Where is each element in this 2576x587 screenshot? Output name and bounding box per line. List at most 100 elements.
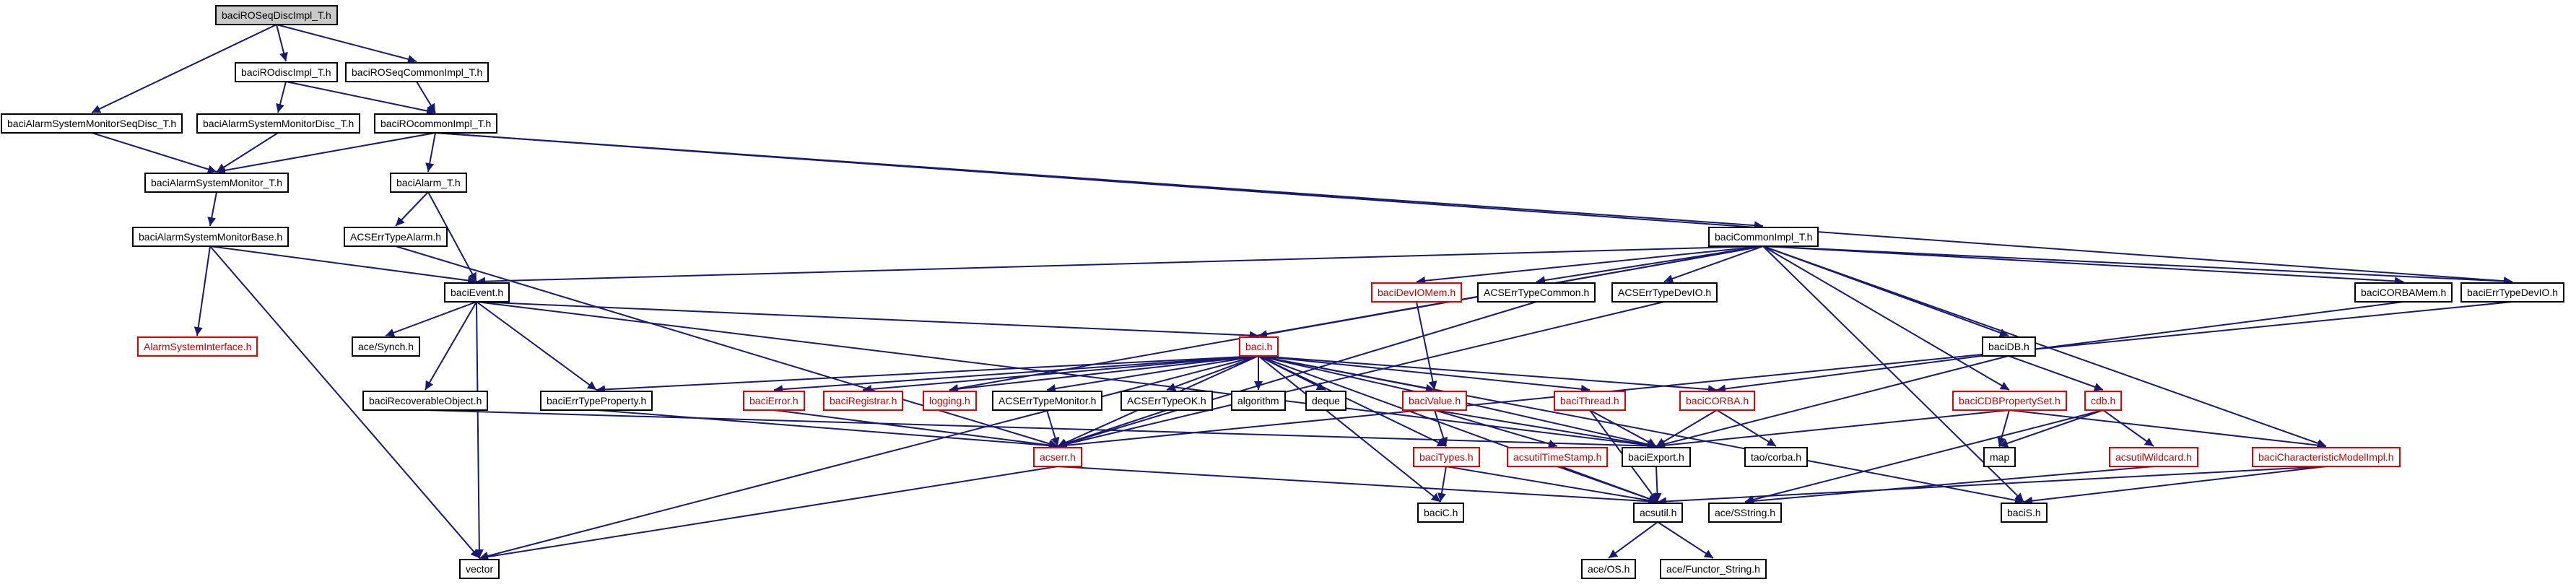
include-edge-event-recoverable xyxy=(425,301,477,391)
include-edge-corbamem-bacicorba xyxy=(1716,301,2404,393)
include-edge-alarmt-event xyxy=(427,191,477,282)
graph-node-acserrtypeok[interactable]: ACSErrTypeOK.h xyxy=(1121,391,1213,411)
graph-node-asmseqdisc[interactable]: baciAlarmSystemMonitorSeqDisc_T.h xyxy=(1,113,183,134)
graph-node-registrar[interactable]: baciRegistrar.h xyxy=(823,391,904,411)
graph-node-recoverable[interactable]: baciRecoverableObject.h xyxy=(362,391,489,411)
include-edge-commonimpl-bacis xyxy=(1762,245,2024,503)
graph-node-bacithread[interactable]: baciThread.h xyxy=(1554,391,1626,411)
graph-node-cdb[interactable]: cdb.h xyxy=(2084,391,2123,411)
include-edge-rodisc-asmdisc xyxy=(276,81,287,113)
include-edge-bacicorba-baciexport xyxy=(1655,409,1718,447)
graph-node-acefunctor[interactable]: ace/Functor_String.h xyxy=(1660,559,1767,579)
graph-node-rodisc[interactable]: baciROdiscImpl_T.h xyxy=(235,62,338,82)
include-edge-commonimpl-logging xyxy=(949,245,1764,393)
graph-node-bacic[interactable]: baciC.h xyxy=(1417,503,1465,523)
include-edge-baci-acserrtypeok xyxy=(1166,355,1259,391)
graph-node-roseqdisc[interactable]: baciROSeqDiscImpl_T.h xyxy=(215,5,338,25)
graph-node-deque[interactable]: deque xyxy=(1305,391,1346,411)
include-edge-commonimpl-corbamem xyxy=(1762,245,2404,286)
graph-node-acsutil[interactable]: acsutil.h xyxy=(1633,503,1684,523)
include-edge-charmodel-acsutil xyxy=(1657,466,2327,506)
include-edge-baci-bacicorba xyxy=(1258,355,1718,394)
graph-node-acserr[interactable]: acserr.h xyxy=(1033,447,1082,467)
include-edge-asmbase-event xyxy=(209,245,477,285)
include-edge-bacierrtypedevio-acserr xyxy=(1057,301,2513,450)
include-edge-roseqdisc-rodisc xyxy=(276,24,288,62)
include-edge-commonimpl-acserrtypedevio xyxy=(1663,245,1764,283)
include-edge-event-baci xyxy=(476,301,1259,340)
include-edge-bacidb-baciexport xyxy=(1655,355,2009,448)
include-edge-commonimpl-bacierrtypedevio xyxy=(1762,245,2513,286)
include-edge-baci-bacitypes xyxy=(1258,355,1447,447)
graph-node-baci[interactable]: baci.h xyxy=(1239,336,1279,357)
graph-node-taocorba[interactable]: tao/corba.h xyxy=(1744,447,1809,467)
include-edge-rocommon-alarmt xyxy=(425,132,436,173)
include-edge-acserr-acsutil xyxy=(1057,466,1658,506)
graph-node-baciexport[interactable]: baciExport.h xyxy=(1622,447,1691,467)
include-edge-deviomem-bacivalue xyxy=(1416,301,1437,391)
include-edge-baciexport-acsutil xyxy=(1653,466,1662,503)
graph-node-wildcard[interactable]: acsutilWildcard.h xyxy=(2109,447,2198,467)
include-edge-acserrtypeok-acserr xyxy=(1057,409,1167,448)
graph-node-bacivalue[interactable]: baciValue.h xyxy=(1402,391,1468,411)
include-edge-commonimpl-event xyxy=(476,245,1764,286)
include-edge-commonimpl-deviomem xyxy=(1416,245,1764,285)
graph-node-cdbpropset[interactable]: baciCDBPropertySet.h xyxy=(1952,391,2067,411)
graph-node-bacis[interactable]: baciS.h xyxy=(2001,503,2048,523)
graph-node-algorithm[interactable]: algorithm xyxy=(1231,391,1286,411)
graph-node-acesstring[interactable]: ace/SString.h xyxy=(1708,503,1783,523)
graph-node-map[interactable]: map xyxy=(1983,447,2016,467)
include-edge-cdb-wildcard xyxy=(2102,409,2154,447)
graph-node-corbamem[interactable]: baciCORBAMem.h xyxy=(2354,282,2453,303)
include-edge-baci-bacithread xyxy=(1258,355,1591,393)
graph-node-bacitypes[interactable]: baciTypes.h xyxy=(1413,447,1480,467)
include-edge-alarmt-acserrtypealarm xyxy=(395,191,429,227)
graph-node-logging[interactable]: logging.h xyxy=(923,391,977,411)
include-edge-recoverable-baciexport xyxy=(425,409,1657,451)
graph-node-bacierrtypedevio[interactable]: baciErrTypeDevIO.h xyxy=(2460,282,2565,303)
graph-node-charmodel[interactable]: baciCharacteristicModelImpl.h xyxy=(2252,447,2401,467)
include-edge-acserrtypedevio-acserr xyxy=(1057,301,1665,449)
include-edge-acsutil-aceos xyxy=(1608,521,1658,559)
graph-node-event[interactable]: baciEvent.h xyxy=(444,282,510,303)
include-edge-rodisc-rocommon xyxy=(285,81,436,116)
include-edge-commonimpl-acserrtypecommon xyxy=(1536,245,1764,285)
graph-node-acserrtypedevio[interactable]: ACSErrTypeDevIO.h xyxy=(1611,282,1718,303)
graph-node-errtypeprop[interactable]: baciErrTypeProperty.h xyxy=(540,391,653,411)
include-edge-event-vector xyxy=(474,301,484,559)
include-edge-cdbpropset-map xyxy=(1997,409,2010,447)
graph-node-bacidb[interactable]: baciDB.h xyxy=(1982,336,2036,357)
graph-node-timestamp[interactable]: acsutilTimeStamp.h xyxy=(1507,447,1609,467)
graph-node-alarmt[interactable]: baciAlarm_T.h xyxy=(390,173,467,193)
include-edge-roseqdisc-asmseqdisc xyxy=(91,24,277,113)
graph-node-commonimpl[interactable]: baciCommonImpl_T.h xyxy=(1708,227,1819,247)
graph-node-asmdisc[interactable]: baciAlarmSystemMonitorDisc_T.h xyxy=(196,113,361,134)
include-edge-asmseqdisc-asmt xyxy=(91,132,217,174)
include-edge-cdbpropset-charmodel xyxy=(2009,409,2327,450)
graph-node-acserrtypecommon[interactable]: ACSErrTypeCommon.h xyxy=(1477,282,1596,303)
graph-node-bacicorba[interactable]: baciCORBA.h xyxy=(1679,391,1756,411)
include-edge-bacithread-baciexport xyxy=(1589,409,1657,447)
include-edge-baci-acsutil xyxy=(1258,355,1658,503)
include-edge-commonimpl-cdbpropset xyxy=(1762,245,2010,391)
graph-node-aceos[interactable]: ace/OS.h xyxy=(1581,559,1637,579)
include-edge-rocommon-bacierrtypedevio xyxy=(435,132,2513,286)
graph-node-acserrtypemonitor[interactable]: ACSErrTypeMonitor.h xyxy=(992,391,1103,411)
include-edge-bacierror-acserr xyxy=(773,409,1058,450)
graph-node-alarmsysif[interactable]: AlarmSystemInterface.h xyxy=(137,336,258,357)
graph-node-vector[interactable]: vector xyxy=(459,559,500,579)
include-edge-event-acesynch xyxy=(385,301,477,337)
graph-node-asmbase[interactable]: baciAlarmSystemMonitorBase.h xyxy=(132,227,290,247)
graph-node-acserrtypealarm[interactable]: ACSErrTypeAlarm.h xyxy=(344,227,448,247)
graph-node-roseqcommon[interactable]: baciROSeqCommonImpl_T.h xyxy=(345,62,489,82)
include-edge-baci-vector xyxy=(479,355,1259,560)
include-edge-asmt-asmbase xyxy=(207,191,217,227)
graph-node-acesynch[interactable]: ace/Synch.h xyxy=(352,336,421,357)
graph-node-rocommon[interactable]: baciROcommonImpl_T.h xyxy=(374,113,498,134)
graph-node-bacierror[interactable]: baciError.h xyxy=(743,391,805,411)
include-edge-bacidb-cdb xyxy=(2008,355,2104,391)
graph-node-asmt[interactable]: baciAlarmSystemMonitor_T.h xyxy=(144,173,290,193)
include-edge-baci-registrar xyxy=(862,355,1259,393)
graph-node-deviomem[interactable]: baciDevIOMem.h xyxy=(1371,282,1463,303)
